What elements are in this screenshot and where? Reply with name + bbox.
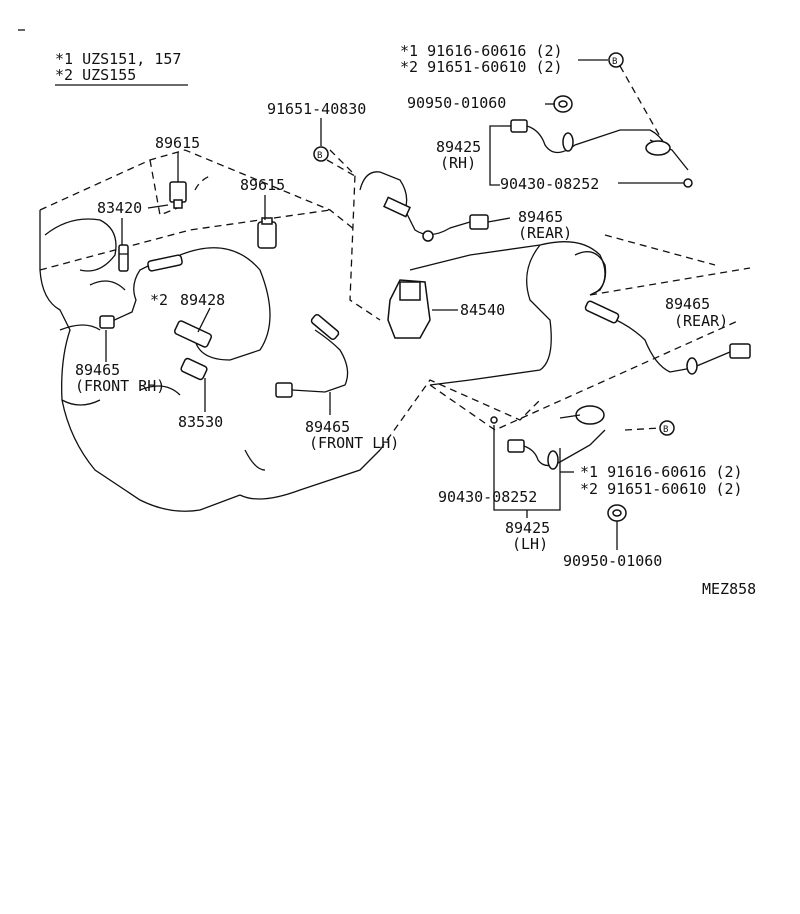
label-sensor-front-rh-side: (FRONT RH) [75, 377, 165, 395]
gasket-ring-lh-inner [612, 509, 622, 517]
transmission-outline [329, 149, 751, 431]
label-gasket-lh: 90950-01060 [563, 552, 662, 570]
label-sensor-front-lh-side: (FRONT LH) [309, 434, 399, 452]
label-sensor-rear-right-side: (REAR) [674, 312, 728, 330]
label-harness-rh-side: (RH) [440, 154, 476, 172]
label-vsw-1: 89615 [155, 134, 200, 152]
legend-line-1: *1 UZS151, 157 [55, 50, 181, 68]
oil-switch [180, 357, 208, 381]
label-temp-sensor: 89428 [180, 291, 225, 309]
gasket-ring-rh-inner [558, 100, 568, 108]
label-bolt-lh-1: *1 91616-60616 (2) [580, 463, 743, 481]
label-vsw-2: 89615 [240, 176, 285, 194]
svg-text:B: B [317, 151, 322, 161]
label-sensor-front-rh-num: 89465 [75, 361, 120, 379]
label-neutral-switch: 84540 [460, 301, 505, 319]
legend-line-2: *2 UZS155 [55, 66, 136, 84]
harness-lh [490, 405, 606, 470]
engine-outline [18, 29, 541, 512]
label-sensor-rear-right-num: 89465 [665, 295, 710, 313]
label-nut-lh: 90430-08252 [438, 488, 537, 506]
label-bolt-rh-2: *2 91651-60610 (2) [400, 58, 563, 76]
vsw-switch-2 [257, 217, 277, 249]
label-bolt-rh-1: *1 91616-60616 (2) [400, 42, 563, 60]
sensor-rear-top [359, 171, 489, 242]
temp-sensor [173, 320, 213, 348]
sensor-rear-right [584, 300, 751, 375]
svg-text:B: B [612, 57, 617, 67]
vsw-switch-1 [169, 181, 187, 209]
neutral-start-switch [387, 279, 431, 339]
bolt-marker-lower-right: B [659, 420, 675, 436]
knock-sensor [118, 244, 129, 272]
label-harness-lh-num: 89425 [505, 519, 550, 537]
svg-text:B: B [663, 425, 668, 435]
legend: *1 UZS151, 157 *2 UZS155 [55, 50, 188, 86]
part-labels: *1 91616-60616 (2) *2 91651-60610 (2) 90… [75, 42, 756, 598]
label-sensor-front-lh-num: 89465 [305, 418, 350, 436]
label-harness-lh-side: (LH) [512, 535, 548, 553]
label-gasket-rh: 90950-01060 [407, 94, 506, 112]
label-knock-sensor: 83420 [97, 199, 142, 217]
sensor-front-lh [275, 314, 349, 398]
label-sensor-rear-top-side: (REAR) [518, 224, 572, 242]
leader-lines [105, 59, 684, 550]
label-nut-rh: 90430-08252 [500, 175, 599, 193]
label-temp-prefix: *2 [150, 291, 168, 309]
bolt-marker-top-right: B [608, 52, 624, 68]
label-bolt-top: 91651-40830 [267, 100, 366, 118]
label-ref-code: MEZ858 [702, 580, 756, 598]
sensor-front-rh [99, 254, 183, 329]
label-oil-switch: 83530 [178, 413, 223, 431]
label-bolt-lh-2: *2 91651-60610 (2) [580, 480, 743, 498]
label-harness-rh-num: 89425 [436, 138, 481, 156]
bolt-marker-top: B [313, 146, 329, 162]
label-sensor-rear-top-num: 89465 [518, 208, 563, 226]
